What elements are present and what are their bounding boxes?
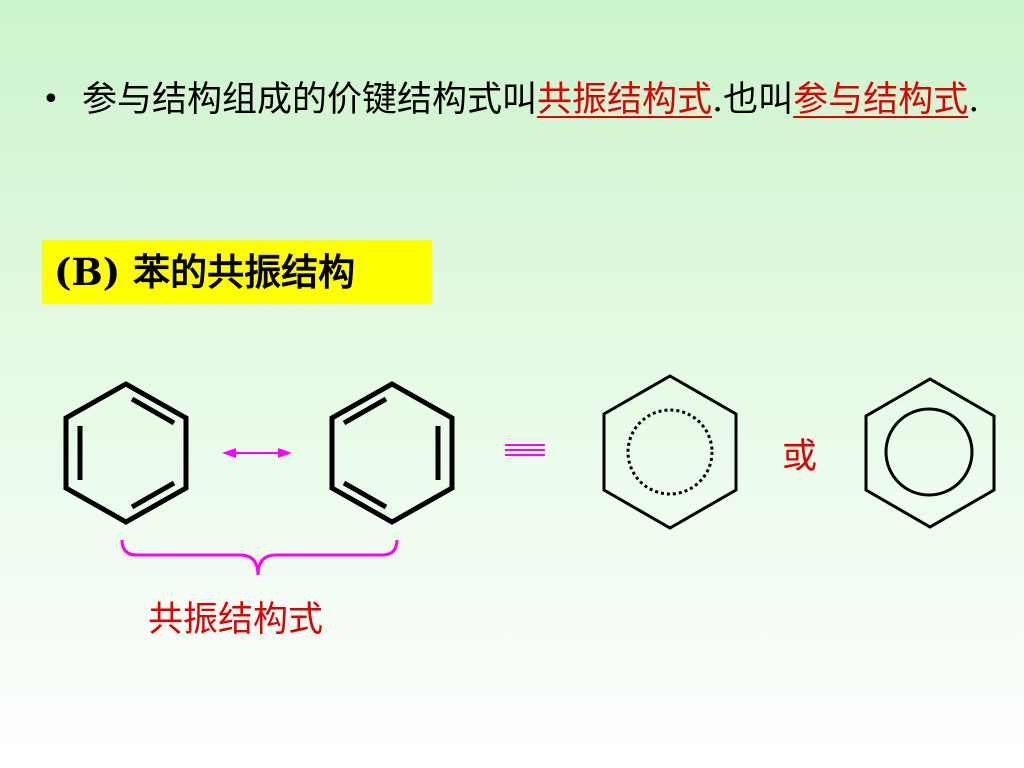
bullet-text: 参与结构组成的价键结构式叫共振结构式.也叫参与结构式. [82,74,982,126]
bullet-text-mid: .也叫 [712,80,794,120]
benzene-dotted-circle [602,374,738,530]
section-heading: (B) 苯的共振结构 [54,250,356,294]
section-heading-box: (B) 苯的共振结构 [42,240,432,304]
benzene-resonance-diagram [63,374,996,576]
benzene-solid-circle [864,377,996,529]
resonance-arrow [222,448,292,458]
bullet-text-before: 参与结构组成的价键结构式叫 [82,80,538,120]
or-label: 或 [782,437,818,477]
kekule-structure-2 [329,381,455,525]
term-contributing-structure: 参与结构式 [793,80,969,120]
bullet-paragraph: • 参与结构组成的价键结构式叫共振结构式.也叫参与结构式. [42,74,982,126]
term-resonance-structure: 共振结构式 [537,80,713,120]
kekule-structure-1 [63,381,189,525]
bullet-dot: • [42,82,60,117]
resonance-brace [120,539,399,576]
brace-label: 共振结构式 [148,600,324,640]
bullet-text-end: . [968,80,980,120]
equivalence-sign [505,444,545,456]
